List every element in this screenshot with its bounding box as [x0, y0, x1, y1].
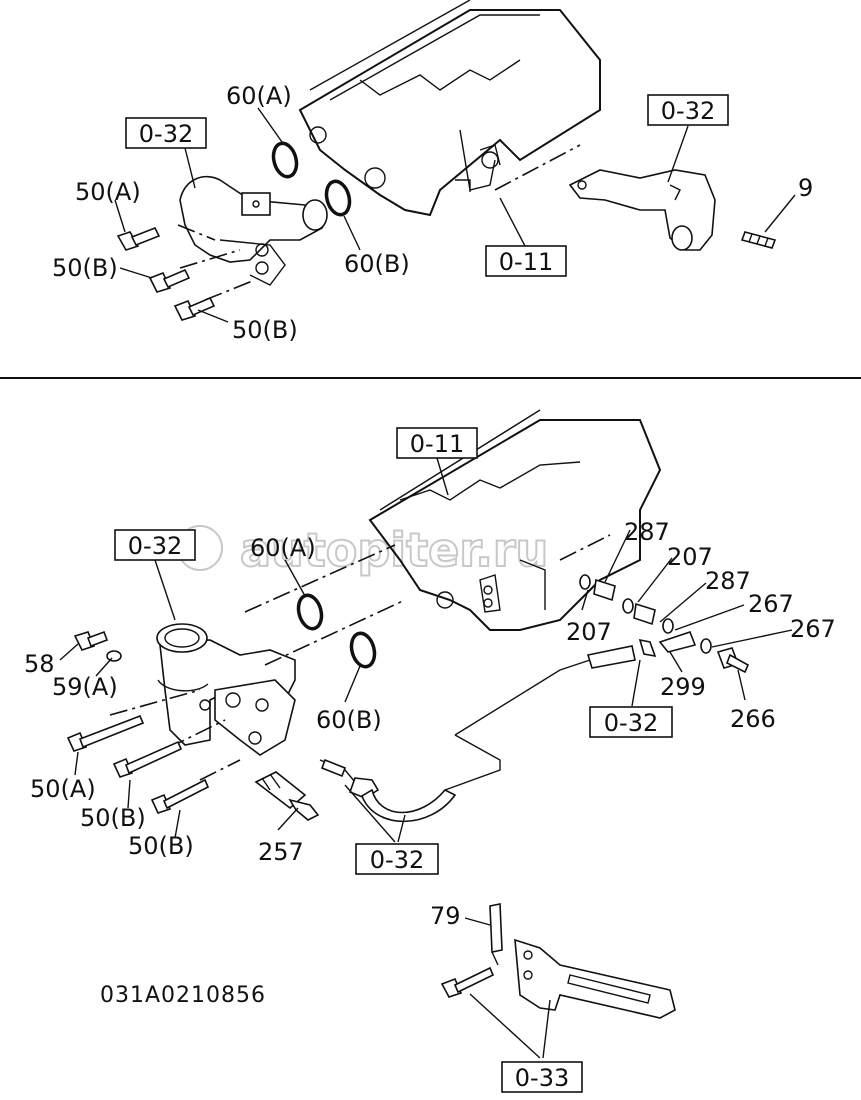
cylinder-head-upper — [298, 0, 601, 217]
label-60b-lower: 60(B) — [316, 706, 382, 734]
ref-box-0-11-upper[interactable]: 0-11 — [485, 245, 567, 277]
ref-box-0-32-upper-right[interactable]: 0-32 — [647, 94, 729, 126]
label-79: 79 — [430, 902, 461, 930]
label-60a-lower: 60(A) — [250, 534, 316, 562]
label-50b-upper-2: 50(B) — [232, 316, 298, 344]
water-outlet-pipe — [177, 175, 328, 301]
label-58: 58 — [24, 650, 55, 678]
ref-box-0-32-upper-left[interactable]: 0-32 — [125, 117, 207, 149]
bolt-58 — [73, 630, 109, 651]
washer-59a — [106, 650, 122, 662]
bolt-50a-lower — [66, 714, 145, 752]
bolt-50a-upper — [116, 226, 161, 251]
label-287-a: 287 — [624, 518, 670, 546]
label-60a-upper: 60(A) — [226, 82, 292, 110]
label-207-a: 207 — [667, 543, 713, 571]
label-266: 266 — [730, 705, 776, 733]
ref-box-0-32-pipe[interactable]: 0-32 — [589, 706, 673, 738]
fittings-right — [579, 574, 750, 674]
svg-text:autopiter.ru: autopiter.ru — [240, 523, 548, 577]
bolt-50b-upper-2 — [173, 296, 216, 321]
label-267-b: 267 — [790, 615, 836, 643]
sensor-257 — [254, 771, 320, 821]
svg-text:0-33: 0-33 — [515, 1064, 569, 1092]
bracket-0-33 — [514, 938, 676, 1019]
ref-box-0-11-lower[interactable]: 0-11 — [396, 427, 478, 459]
ref-box-0-32-hose[interactable]: 0-32 — [355, 843, 439, 875]
leader-lines-lower — [59, 457, 793, 1059]
label-50a-upper: 50(A) — [75, 178, 141, 206]
o-ring-60a-upper — [271, 141, 299, 179]
thermostat-housing — [109, 544, 406, 781]
clip-79 — [489, 903, 503, 966]
label-50b-upper-1: 50(B) — [52, 254, 118, 282]
svg-text:0-32: 0-32 — [128, 532, 182, 560]
svg-text:0-11: 0-11 — [410, 430, 464, 458]
svg-text:0-32: 0-32 — [139, 120, 193, 148]
heater-hose — [319, 645, 636, 823]
leader-lines-upper — [114, 107, 796, 323]
svg-text:0-32: 0-32 — [661, 97, 715, 125]
drawing-code: 031A0210856 — [100, 983, 266, 1008]
o-ring-60a-lower — [296, 593, 324, 631]
bolt-50b-upper-1 — [148, 268, 191, 293]
label-50a-lower: 50(A) — [30, 775, 96, 803]
lower-section: 0-11 0-32 0-32 0-32 0-33 287 207 287 267… — [24, 409, 836, 1093]
bracket-bolt — [440, 966, 495, 998]
label-9: 9 — [798, 174, 813, 202]
cylinder-head-lower — [368, 409, 662, 631]
label-207-b: 207 — [566, 618, 612, 646]
svg-text:0-11: 0-11 — [499, 248, 553, 276]
ref-box-0-33[interactable]: 0-33 — [501, 1061, 583, 1093]
label-257: 257 — [258, 838, 304, 866]
o-ring-60b-upper — [324, 179, 352, 217]
label-50b-lower-1: 50(B) — [80, 804, 146, 832]
watermark: autopiter.ru — [177, 522, 549, 578]
o-ring-60b-lower — [349, 631, 377, 669]
label-59a: 59(A) — [52, 673, 118, 701]
label-60b-upper: 60(B) — [344, 250, 410, 278]
stud-bolt-9 — [740, 231, 777, 249]
svg-text:0-32: 0-32 — [370, 846, 424, 874]
bolt-50b-lower-1 — [112, 740, 183, 778]
bypass-pipe — [568, 169, 716, 251]
label-287-b: 287 — [705, 567, 751, 595]
ref-box-0-32-thermostat[interactable]: 0-32 — [114, 529, 196, 561]
svg-text:0-32: 0-32 — [604, 709, 658, 737]
label-267-a: 267 — [748, 590, 794, 618]
upper-section: 0-32 0-32 0-11 60(A) 60(B) 50(A) 50(B) 5… — [52, 0, 813, 344]
label-50b-lower-2: 50(B) — [128, 832, 194, 860]
bolt-50b-lower-2 — [150, 778, 210, 814]
label-299: 299 — [660, 673, 706, 701]
